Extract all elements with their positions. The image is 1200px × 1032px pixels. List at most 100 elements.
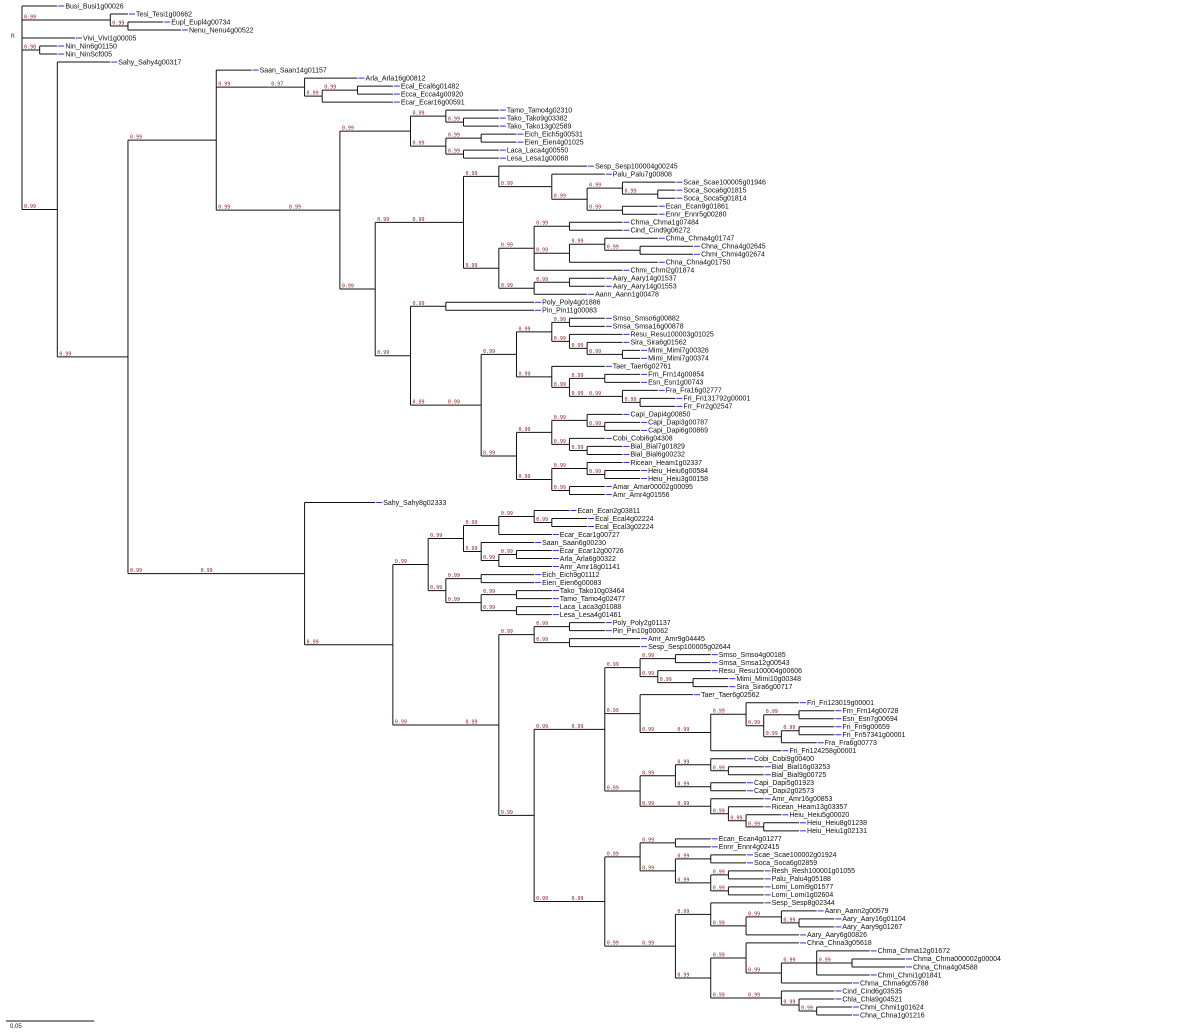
- tip-label: Fri_Fri9g00659: [842, 724, 890, 731]
- support-value: 0.99: [571, 239, 583, 245]
- tip-label: Saan_Saan14g01157: [260, 67, 327, 74]
- tip-label: Chma_Chma1g07484: [630, 220, 699, 227]
- support-value: 0.99: [448, 573, 460, 579]
- support-value: 0.99: [554, 317, 566, 323]
- tip-label: Aary_Aary14g01553: [613, 284, 677, 291]
- support-value: 0.99: [466, 263, 478, 269]
- support-value: 0.99: [571, 343, 583, 349]
- tip-label: Capi_Dapi4g00850: [630, 412, 690, 419]
- tip-label: Aary_Aary14g01537: [613, 276, 677, 283]
- support-value: 0.99: [536, 277, 548, 283]
- support-value: 0.99: [766, 731, 778, 737]
- tip-label: Laca_Laca3g01088: [560, 604, 622, 611]
- tip-label: Ecal_Ecal6g01482: [401, 83, 459, 90]
- support-value: 0.99: [677, 759, 689, 765]
- support-value: 0.99: [607, 851, 619, 857]
- support-value: 0.99: [430, 533, 442, 539]
- tip-label: Ecar_Ecar12g00726: [560, 548, 624, 555]
- tip-label: Resu_Resu100003g01025: [630, 332, 713, 339]
- support-value: 0.99: [677, 727, 689, 733]
- scale-bar-label: 0.05: [10, 1024, 22, 1030]
- tip-label: Ecar_Ecar1g00727: [560, 532, 620, 539]
- support-value: 0.99: [483, 589, 495, 595]
- support-value: 0.99: [413, 400, 425, 406]
- support-value: 0.99: [554, 336, 566, 342]
- tip-label: Soca_Soca5g01814: [683, 195, 746, 202]
- support-value: 0.99: [713, 808, 725, 814]
- support-value: 0.99: [554, 485, 566, 491]
- root-label: R: [11, 33, 15, 40]
- support-value: 0.99: [589, 469, 601, 475]
- support-value: 0.99: [713, 920, 725, 926]
- support-value: 0.97: [271, 82, 283, 88]
- support-value: 0.99: [624, 397, 636, 403]
- support-value: 0.99: [607, 941, 619, 947]
- tip-label: Ecal_Ecal4g02224: [595, 516, 653, 523]
- support-value: 0.99: [589, 349, 601, 355]
- tip-label: Chma_Chma6g05788: [860, 980, 929, 987]
- tip-label: Taer_Taer6g02761: [613, 364, 671, 371]
- tip-label: Tamo_Tamo4g02310: [507, 107, 572, 114]
- tip-label: Saan_Saan6g00230: [542, 540, 606, 547]
- support-value: 0.99: [642, 770, 654, 776]
- tip-label: Amr_Amr16g00853: [772, 796, 833, 803]
- tip-label: Ricean_Heam13g03357: [772, 804, 848, 811]
- tip-label: Sesp_Sesp100005g02644: [648, 644, 731, 651]
- support-value: 0.99: [536, 637, 548, 643]
- support-value: 0.99: [554, 415, 566, 421]
- tip-label: Ricean_Heam1g02337: [630, 460, 702, 467]
- support-value: 0.99: [642, 837, 654, 843]
- support-value: 0.99: [713, 885, 725, 891]
- support-value: 0.99: [571, 391, 583, 397]
- tip-label: Poly_Poly2g01137: [613, 620, 671, 627]
- support-value: 0.99: [483, 349, 495, 355]
- support-value: 0.99: [59, 351, 71, 357]
- support-value: 0.99: [642, 865, 654, 871]
- tip-label: Frr_Frr2g02547: [683, 404, 732, 411]
- tip-label: Cind_Cind6g03535: [842, 988, 902, 995]
- support-value: 0.99: [518, 371, 530, 377]
- support-value: 0.99: [713, 709, 725, 715]
- tip-label: Scae_Scae100002g01924: [754, 852, 837, 859]
- tip-label: Fri_Fri131792g00001: [683, 396, 750, 403]
- tip-label: Aary_Aary9g01267: [842, 924, 902, 931]
- support-value: 0.99: [554, 439, 566, 445]
- support-value: 0.99: [642, 653, 654, 659]
- support-value: 0.99: [536, 517, 548, 523]
- support-value: 0.99: [589, 421, 601, 427]
- support-value: 0.99: [395, 559, 407, 565]
- tip-label: Sira_Sira6g00717: [736, 684, 792, 691]
- tip-label: Ennr_Ennr4g02415: [719, 844, 780, 851]
- support-value: 0.99: [448, 597, 460, 603]
- tip-label: Eien_Eien6g00083: [542, 580, 601, 587]
- support-value: 0.99: [554, 463, 566, 469]
- support-value: 0.99: [413, 217, 425, 223]
- tip-label: Aary_Aary6g00826: [807, 932, 867, 939]
- tip-label: Amr_Amr18g01141: [560, 564, 620, 571]
- support-value: 0.99: [589, 183, 601, 189]
- tip-label: Tako_Tako13g02589: [507, 123, 572, 130]
- support-value: 0.99: [713, 952, 725, 958]
- support-value: 0.99: [501, 810, 513, 816]
- tip-label: Eich_Eich5g00531: [524, 131, 582, 138]
- tip-label: Chla_Chla9g04521: [842, 996, 902, 1003]
- tip-label: Lomi_Lomi9g01577: [772, 884, 834, 891]
- tip-label: Ecan_Ecan4g01277: [719, 836, 782, 843]
- tip-label: Tamo_Tamo4g02477: [560, 596, 625, 603]
- support-value: 0.99: [518, 326, 530, 332]
- support-value: 0.99: [748, 821, 760, 827]
- tip-label: Heiu_Heiu8g01238: [807, 820, 867, 827]
- support-value: 0.99: [607, 708, 619, 714]
- tip-label: Nin_Nin6g01150: [65, 43, 117, 50]
- tip-label: Resh_Resh100001g01055: [772, 868, 855, 875]
- tip-label: Heiu_Heiu1g02131: [807, 828, 867, 835]
- tip-label: Scae_Scae100005g01946: [683, 179, 766, 186]
- support-value: 0.99: [448, 133, 460, 139]
- support-value: 0.99: [748, 967, 760, 973]
- support-value: 0.99: [554, 382, 566, 388]
- support-value: 0.99: [801, 1005, 813, 1011]
- support-value: 0.99: [677, 801, 689, 807]
- tip-label: Esn_Esn7g00694: [842, 716, 897, 723]
- tip-label: Mimi_Mimi10g00348: [736, 676, 801, 683]
- tip-label: Sahy_Sahy4g00317: [118, 59, 181, 66]
